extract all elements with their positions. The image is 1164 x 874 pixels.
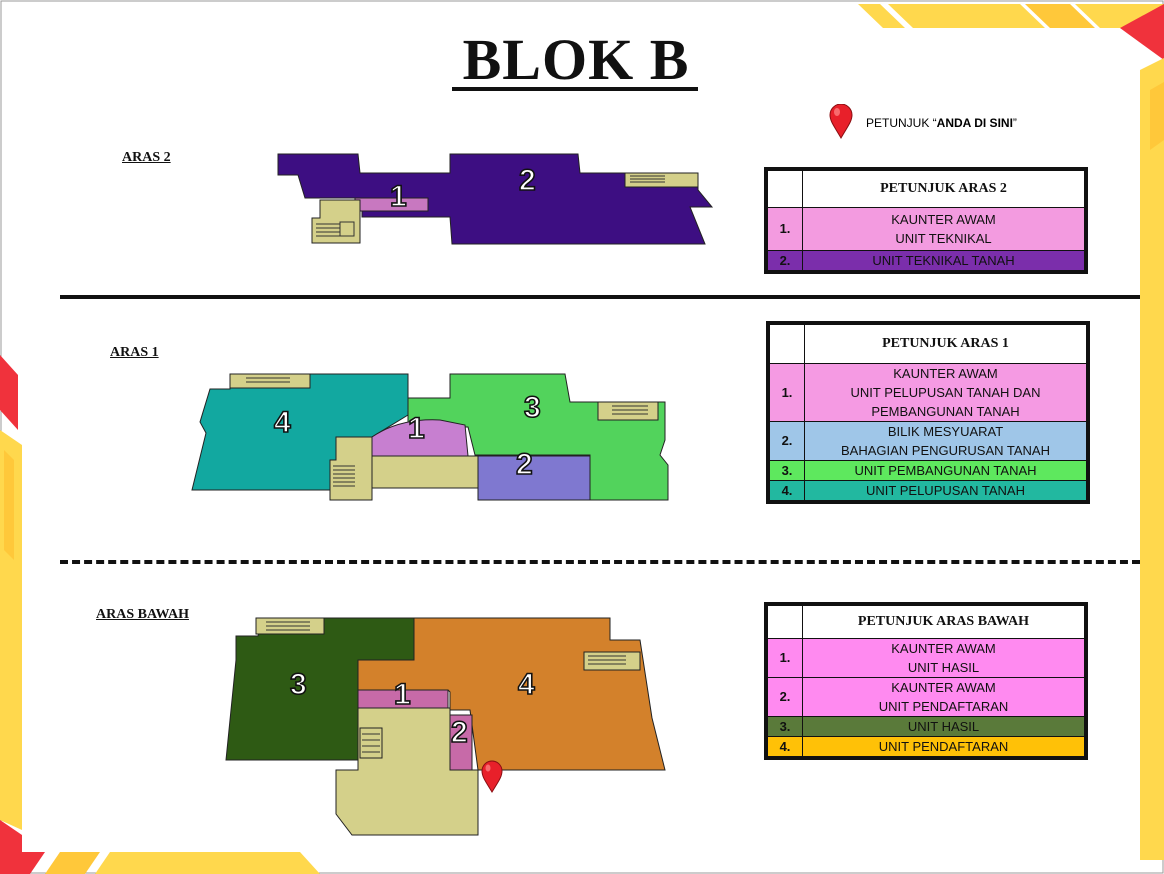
level-label-bawah: ARAS BAWAH — [96, 607, 189, 622]
legend-title: PETUNJUK ARAS BAWAH — [802, 603, 1087, 639]
legend-title: PETUNJUK ARAS 2 — [802, 168, 1087, 208]
legend-row: 3. UNIT HASIL — [765, 715, 1087, 737]
aras2-zone-2 — [277, 153, 714, 245]
aras1-stair-left — [329, 436, 373, 501]
map-pin-icon — [829, 104, 853, 139]
bawah-zone-label-2: 2 — [451, 716, 468, 749]
you-are-here-text: PETUNJUK “ANDA DI SINI” — [866, 116, 1017, 130]
legend-row-text: UNIT TEKNIKAL TANAH — [802, 249, 1087, 272]
legend-corner — [767, 322, 805, 364]
legend-row: 2. UNIT TEKNIKAL TANAH — [765, 249, 1087, 272]
legend-row-num: 4. — [767, 479, 805, 502]
legend-row-text: UNIT PELUPUSAN TANAH — [804, 479, 1089, 502]
you-are-here-map-pin-icon — [481, 760, 503, 793]
bawah-zone-1 — [357, 689, 449, 709]
title-underline — [452, 87, 698, 91]
level-separator — [60, 295, 1140, 299]
aras1-zone-label-4: 4 — [274, 406, 291, 439]
legend-row-num: 2. — [765, 249, 803, 272]
legend-title: PETUNJUK ARAS 1 — [804, 322, 1089, 364]
legend-row-text: UNIT HASIL — [802, 715, 1087, 737]
level-label-aras2: ARAS 2 — [122, 150, 171, 165]
bawah-zone-label-4: 4 — [518, 668, 535, 701]
legend-row-num: 1. — [765, 206, 803, 251]
level-separator-dashed — [60, 560, 1140, 564]
aras1-zone-label-2: 2 — [516, 448, 533, 481]
aras1-zone-label-3: 3 — [524, 391, 541, 424]
legend-row-num: 3. — [765, 715, 803, 737]
aras2-zone-label-2: 2 — [519, 164, 536, 197]
bawah-zone-label-3: 3 — [290, 668, 307, 701]
bawah-zone-2 — [449, 714, 473, 771]
aras1-zone-label-1: 1 — [408, 412, 425, 445]
legend-row-num: 1. — [767, 362, 805, 422]
legend-row: 4. UNIT PENDAFTARAN — [765, 735, 1087, 758]
legend-row-num: 1. — [765, 637, 803, 678]
aras1-zone-1 — [371, 419, 469, 457]
legend-row: 3. UNIT PEMBANGUNAN TANAH — [767, 459, 1089, 481]
legend-row-num: 4. — [765, 735, 803, 758]
aras2-zone-label-1: 1 — [390, 180, 407, 213]
legend-row-text: UNIT PENDAFTARAN — [802, 735, 1087, 758]
legend-corner — [765, 603, 803, 639]
legend-row-text: UNIT PEMBANGUNAN TANAH — [804, 459, 1089, 481]
legend-row-num: 2. — [765, 676, 803, 717]
legend-row-num: 3. — [767, 459, 805, 481]
bawah-zone-label-1: 1 — [394, 678, 411, 711]
page-title: BLOK B — [462, 27, 690, 92]
legend-row: 4. UNIT PELUPUSAN TANAH — [767, 479, 1089, 502]
legend-row-num: 2. — [767, 420, 805, 461]
level-label-aras1: ARAS 1 — [110, 345, 159, 360]
legend-corner — [765, 168, 803, 208]
